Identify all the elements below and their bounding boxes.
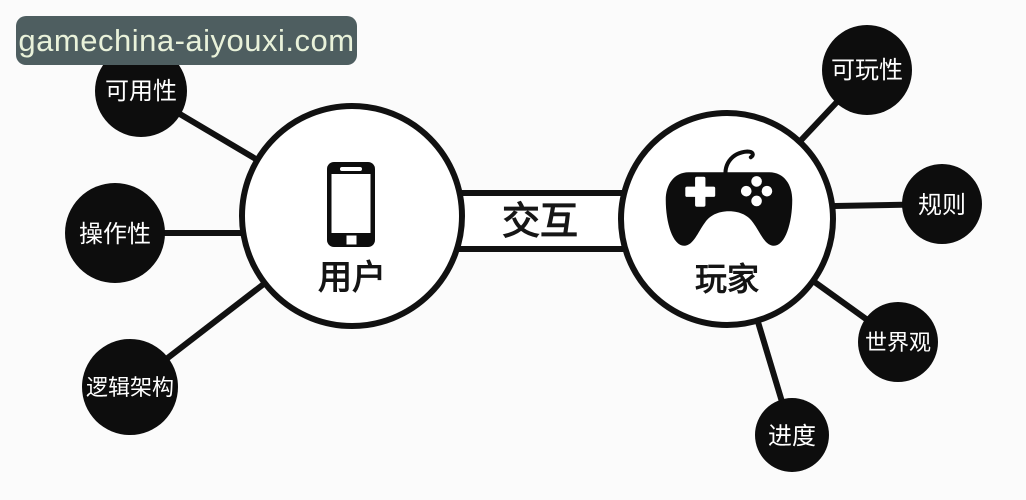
satellite-progress: 进度 [755,398,829,472]
player-hub-circle [618,110,836,328]
satellite-usability-circle [95,45,187,137]
gamepad-antenna [723,149,755,184]
satellite-rules: 规则 [902,164,982,244]
satellite-playability-label: 可玩性 [831,57,903,84]
satellite-worldview-circle [858,302,938,382]
satellite-rules-circle [902,164,982,244]
satellite-usability-label: 可用性 [105,78,177,105]
satellite-operability-label: 操作性 [79,221,151,248]
satellite-progress-circle [755,398,829,472]
user-hub: 用户 [239,103,465,329]
satellite-playability: 可玩性 [822,25,912,115]
satellite-logic-architecture-circle [82,339,178,435]
gamepad-buttons [740,176,773,207]
watermark-badge: gamechina-aiyouxi.com [16,16,357,65]
interaction-label: 交互 [502,200,578,243]
satellite-operability: 操作性 [65,183,165,283]
gamepad-icon [665,149,793,246]
user-hub-label: 用户 [318,259,386,297]
watermark-text: gamechina-aiyouxi.com [18,22,355,58]
satellite-logic-architecture: 逻辑架构 [82,339,178,435]
satellite-usability: 可用性 [95,45,187,137]
satellite-playability-circle [822,25,912,115]
satellite-worldview: 世界观 [858,302,938,382]
smartphone-icon [327,162,375,247]
satellite-worldview-label: 世界观 [865,330,931,355]
satellite-logic-architecture-label: 逻辑架构 [86,375,174,400]
gamepad-dpad [685,176,716,207]
satellite-progress-label: 进度 [768,423,816,450]
player-hub: 玩家 [618,110,836,328]
player-hub-label: 玩家 [695,261,759,297]
satellite-rules-label: 规则 [918,192,966,219]
satellite-operability-circle [65,183,165,283]
